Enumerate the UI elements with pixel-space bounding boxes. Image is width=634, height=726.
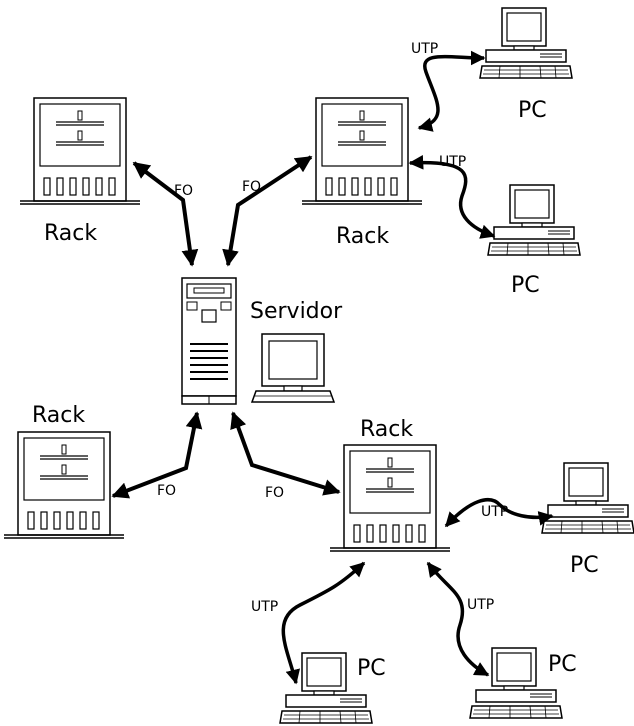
pc-bottom-right-icon <box>541 462 634 534</box>
pc-middle-right-icon <box>487 184 581 256</box>
utp-label-bottom-left: UTP <box>251 599 278 615</box>
rack-bottom-left-label: Rack <box>32 403 85 428</box>
fo-label-bottom-left: FO <box>157 483 176 499</box>
utp-label-bottom-center: UTP <box>467 597 494 613</box>
rack-top-right-icon <box>301 97 423 205</box>
rack-top-right-label: Rack <box>336 224 389 249</box>
utp-label-middle: UTP <box>439 154 466 170</box>
fo-label-bottom-right: FO <box>265 485 284 501</box>
rack-top-left-icon <box>19 97 141 205</box>
server-icon <box>181 277 237 405</box>
server-monitor-icon <box>250 333 336 403</box>
fo-links <box>111 155 341 499</box>
utp-links <box>281 50 554 685</box>
fo-label-top-right: FO <box>242 179 261 195</box>
pc-bottom-center-label: PC <box>548 652 577 677</box>
pc-bottom-right-label: PC <box>570 553 599 578</box>
rack-bottom-left-icon <box>3 431 125 539</box>
utp-label-top: UTP <box>411 41 438 57</box>
rack-bottom-right-label: Rack <box>360 417 413 442</box>
utp-label-bottom-right: UTP <box>481 504 508 520</box>
pc-top-right-label: PC <box>518 98 547 123</box>
server-label: Servidor <box>250 299 343 324</box>
rack-top-left-label: Rack <box>44 221 97 246</box>
pc-middle-right-label: PC <box>511 273 540 298</box>
rack-bottom-right-icon <box>329 444 451 552</box>
pc-bottom-left-label: PC <box>357 656 386 681</box>
pc-top-right-icon <box>479 7 573 79</box>
fo-label-top-left: FO <box>174 183 193 199</box>
